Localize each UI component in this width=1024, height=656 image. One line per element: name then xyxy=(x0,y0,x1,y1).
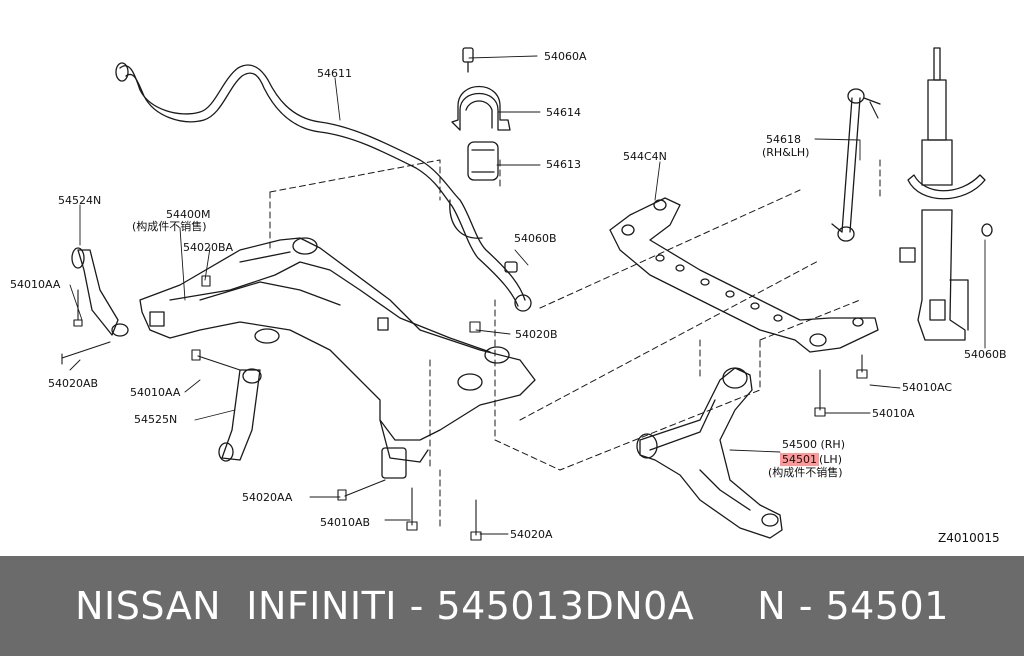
callout-54010AC: 54010AC xyxy=(902,381,953,394)
callout-54500: 54500 (RH) xyxy=(782,438,845,451)
callout-54613: 54613 xyxy=(546,158,581,171)
callout-54060A: 54060A xyxy=(544,50,587,63)
callout-54618-note: (RH&LH) xyxy=(762,146,810,159)
callout-54611: 54611 xyxy=(317,67,352,80)
diagram-drawing xyxy=(61,47,993,541)
assembly-dashed-lines xyxy=(269,159,881,531)
callout-54400M-note: (构成件不销售) xyxy=(132,220,207,233)
callout-544C4N: 544C4N xyxy=(623,150,667,163)
transverse-link xyxy=(636,367,783,539)
callout-54020BA: 54020BA xyxy=(183,241,234,254)
callout-54400M: 54400M xyxy=(166,208,211,221)
parts-diagram: 54611 54060A 54614 54613 544C4N 54618 (R… xyxy=(10,47,1007,545)
leader-lines xyxy=(69,55,986,535)
side-links xyxy=(71,247,262,462)
figure-code: Z4010015 xyxy=(938,531,1000,545)
callout-54010A: 54010A xyxy=(872,407,915,420)
bolts xyxy=(61,101,879,541)
callout-54060B-top: 54060B xyxy=(514,232,557,245)
callout-54501[interactable]: 54501 xyxy=(780,453,819,466)
callout-54524N: 54524N xyxy=(58,194,102,207)
callout-54060B-right: 54060B xyxy=(964,348,1007,361)
callout-54010AA-left: 54010AA xyxy=(10,278,61,291)
callout-54020AA: 54020AA xyxy=(242,491,293,504)
callout-54010AA-mid: 54010AA xyxy=(130,386,181,399)
stabilizer-bar xyxy=(115,62,532,312)
callout-54020A: 54020A xyxy=(510,528,553,541)
callout-54525N: 54525N xyxy=(134,413,178,426)
part-number-banner: NISSAN INFINITI - 545013DN0A N - 54501 xyxy=(0,556,1024,656)
callout-54020B: 54020B xyxy=(515,328,558,341)
callout-54010AB: 54010AB xyxy=(320,516,371,529)
callout-54501-side: (LH) xyxy=(819,453,842,466)
strut-assembly xyxy=(899,47,993,341)
bracket-544C4N xyxy=(609,197,879,353)
callout-54501-row: 54501(LH) xyxy=(780,453,842,466)
callout-54614: 54614 xyxy=(546,106,581,119)
part-number-text: NISSAN INFINITI - 545013DN0A N - 54501 xyxy=(75,584,949,628)
suspension-member xyxy=(139,237,536,479)
clamp-and-bushing xyxy=(451,47,518,273)
callout-54501-note: (构成件不销售) xyxy=(768,466,843,479)
stabilizer-link xyxy=(831,88,881,242)
callout-54020AB: 54020AB xyxy=(48,377,99,390)
callout-54618: 54618 xyxy=(766,133,801,146)
